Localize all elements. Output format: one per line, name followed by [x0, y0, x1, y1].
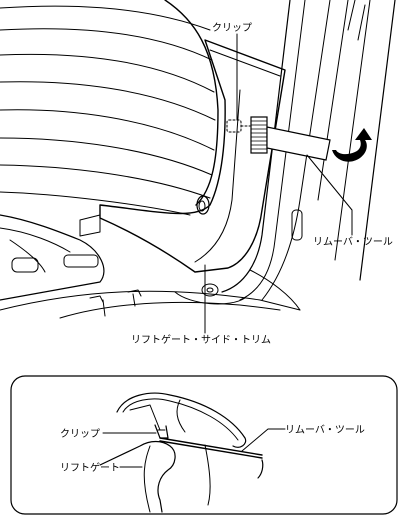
rotate-arrow-icon [332, 128, 372, 162]
label-remover-top: リムーバ・ツール [313, 236, 393, 248]
detail-remover-tool [159, 437, 264, 479]
detail-clip [154, 424, 169, 439]
label-clip-detail: クリップ [60, 428, 100, 440]
label-side-trim: リフトゲート・サイド・トリム [131, 334, 271, 346]
detail-trim-section [116, 392, 247, 448]
label-liftgate-detail: リフトゲート [60, 462, 120, 474]
clip-dashed [226, 119, 251, 133]
leader-remover-detail [241, 428, 286, 452]
rear-glass [0, 0, 219, 216]
leader-remover-top [306, 154, 353, 236]
label-clip-top: クリップ [212, 22, 252, 34]
side-trim [99, 39, 286, 273]
detail-liftgate-panel [99, 440, 211, 513]
liftgate-frame [221, 0, 396, 311]
lower-body [0, 214, 301, 319]
label-remover-detail: リムーバ・ツール [285, 424, 365, 436]
detail-frame [10, 375, 398, 515]
remover-tool-top [250, 116, 331, 161]
